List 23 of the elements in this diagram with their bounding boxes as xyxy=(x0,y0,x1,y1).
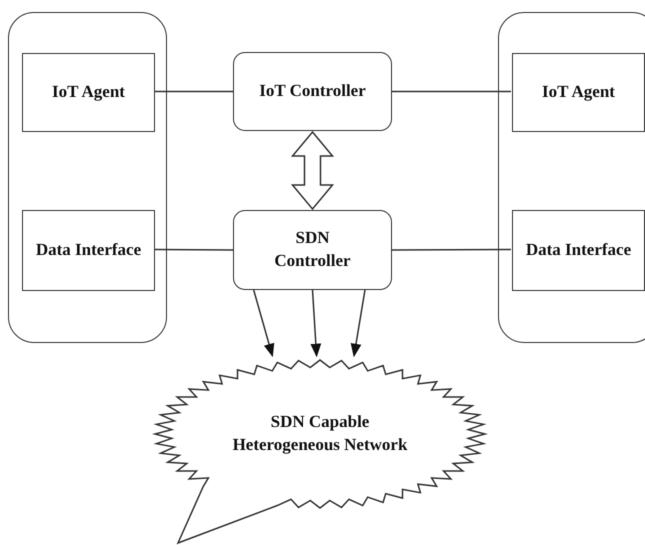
group-container xyxy=(498,12,645,343)
component-box xyxy=(22,210,155,291)
arrow xyxy=(252,290,274,358)
connector-line xyxy=(154,248,233,251)
double-arrow xyxy=(290,130,334,210)
group-container xyxy=(8,12,167,343)
component-box xyxy=(512,210,645,291)
node-label: IoT Controller xyxy=(258,80,367,102)
arrow xyxy=(310,290,322,358)
connector-line xyxy=(392,248,511,251)
controller-box xyxy=(233,52,392,131)
component-box xyxy=(512,53,645,132)
node-label: Data Interface xyxy=(34,239,142,262)
connector-line xyxy=(392,90,511,92)
arrow xyxy=(350,290,366,358)
node-label: IoT Agent xyxy=(541,81,616,104)
controller-box xyxy=(233,210,392,290)
component-box xyxy=(22,53,155,132)
node-label: Data Interface xyxy=(524,239,632,262)
cloud-label: SDN Capable Heterogeneous Network xyxy=(232,411,408,456)
node-label: IoT Agent xyxy=(51,81,126,104)
node-label: SDN Controller xyxy=(273,227,352,272)
connector-line xyxy=(154,90,233,92)
